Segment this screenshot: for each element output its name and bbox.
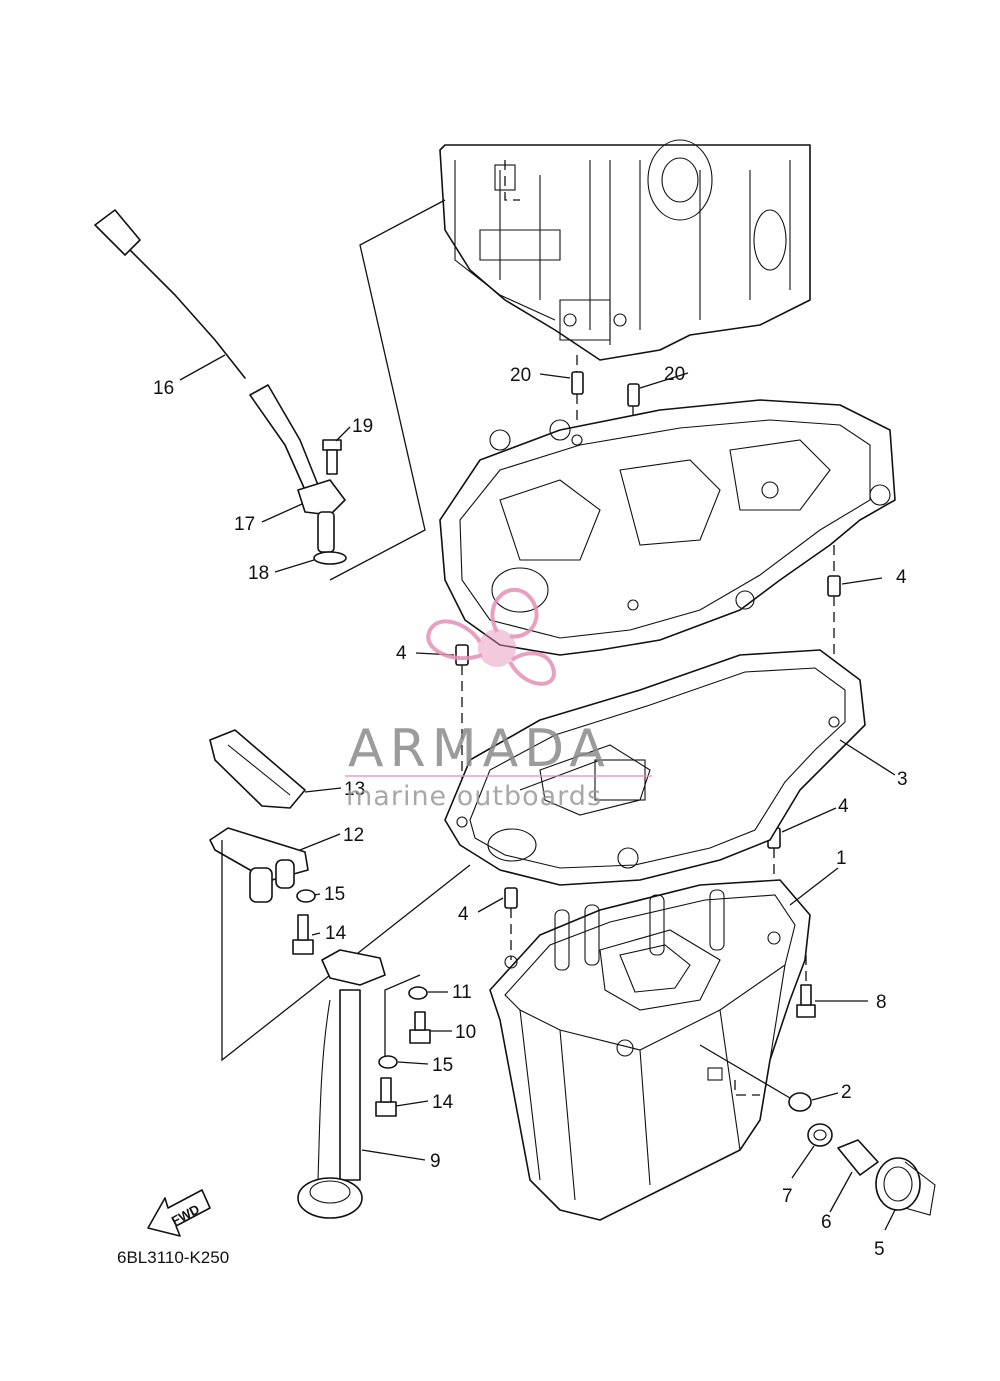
callout-4-a: 4 <box>896 567 907 588</box>
watermark-tagline: marine outboards <box>346 781 602 812</box>
guide-to-block-line <box>329 199 446 581</box>
callout-12: 12 <box>343 825 364 846</box>
callout-9: 9 <box>430 1151 441 1172</box>
callout-14-upper: 14 <box>325 923 347 944</box>
dipstick-16 <box>94 209 246 379</box>
callout-17: 17 <box>234 514 255 535</box>
dipstick-guide-17 <box>249 384 346 553</box>
o-ring-18 <box>313 551 347 565</box>
washer-11 <box>408 986 428 1000</box>
callout-4-b: 4 <box>396 643 407 664</box>
oil-pan-1 <box>489 879 811 1221</box>
callout-1: 1 <box>836 848 847 869</box>
callout-16: 16 <box>153 378 174 399</box>
callout-19: 19 <box>352 416 373 437</box>
bolt-14-lower <box>375 1077 397 1117</box>
callout-18: 18 <box>248 563 269 584</box>
bolt-8 <box>796 955 816 1018</box>
callout-11: 11 <box>452 982 472 1003</box>
washer-15-upper <box>296 889 316 903</box>
callout-13: 13 <box>344 779 365 800</box>
gasket-3 <box>444 649 866 886</box>
callout-10: 10 <box>455 1022 476 1043</box>
sensor-6 <box>837 1139 879 1176</box>
drain-plug-2 <box>699 1044 812 1112</box>
bolt-19 <box>322 439 342 475</box>
callout-14-lower: 14 <box>432 1092 454 1113</box>
bolt-10 <box>409 1011 431 1044</box>
callout-8: 8 <box>876 992 887 1013</box>
strainer-frame-line <box>221 840 471 1062</box>
cap-5 <box>875 1157 936 1216</box>
strainer-inner-line <box>384 974 421 1060</box>
callout-4-c: 4 <box>838 796 849 817</box>
callout-6: 6 <box>821 1212 832 1233</box>
strainer-9 <box>297 949 386 1219</box>
callout-20-left: 20 <box>510 365 531 386</box>
callout-7: 7 <box>782 1186 793 1207</box>
fwd-arrow: FWD <box>147 1189 211 1237</box>
leader-lines <box>179 354 896 1231</box>
callout-5: 5 <box>874 1239 885 1260</box>
washer-7 <box>807 1123 833 1147</box>
callout-15-upper: 15 <box>324 884 345 905</box>
bolt-14-upper <box>292 914 314 955</box>
upper-casing <box>439 399 896 656</box>
callout-2: 2 <box>841 1082 852 1103</box>
callout-3: 3 <box>897 769 908 790</box>
watermark-brand: ARMADA <box>348 719 611 779</box>
callout-20-right: 20 <box>664 364 685 385</box>
propeller-logo <box>426 587 556 686</box>
bracket-12 <box>209 827 309 903</box>
diagram-code: 6BL3110-K250 <box>117 1248 229 1267</box>
engine-block <box>439 139 811 361</box>
callout-15-lower: 15 <box>432 1055 453 1076</box>
washer-15-lower <box>378 1055 398 1069</box>
callout-labels: 1 2 3 4 4 4 4 5 6 7 8 9 10 11 12 13 14 1… <box>153 364 908 1260</box>
dowel-pin-4-d <box>504 887 518 960</box>
callout-4-d: 4 <box>458 904 469 925</box>
armada-watermark: ARMADA marine outboards <box>345 587 652 812</box>
gasket-13 <box>209 729 306 809</box>
